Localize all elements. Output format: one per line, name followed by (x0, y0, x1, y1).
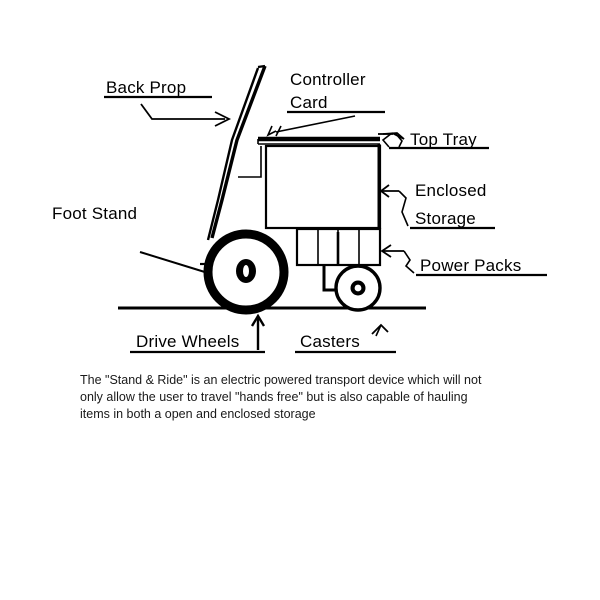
label-controller-card-line2: Card (290, 93, 328, 112)
label-casters: Casters (300, 332, 360, 351)
label-controller-card-line1: Controller (290, 70, 366, 89)
drive-wheels-leader (130, 313, 266, 354)
power-packs-group (295, 227, 382, 267)
power-packs-leader (380, 244, 547, 277)
back-prop-post (206, 64, 267, 241)
enclosed-storage-leader (379, 184, 495, 230)
drive-wheel (200, 229, 289, 315)
tray-left-bracket (238, 146, 262, 178)
casters-leader (295, 323, 396, 354)
top-tray-bar (257, 136, 380, 145)
label-power-packs: Power Packs (420, 256, 521, 275)
enclosed-storage-box (264, 144, 382, 230)
label-foot-stand: Foot Stand (52, 204, 137, 223)
label-enclosed-storage-line1: Enclosed (415, 181, 487, 200)
caption-line-1: The "Stand & Ride" is an electric powere… (80, 373, 482, 387)
label-top-tray: Top Tray (410, 130, 477, 149)
controller-card-leader (266, 110, 385, 137)
label-back-prop: Back Prop (106, 78, 186, 97)
caster-wheel (334, 264, 382, 312)
back-prop-leader (104, 95, 232, 127)
label-drive-wheels: Drive Wheels (136, 332, 239, 351)
top-tray-leader (378, 132, 489, 150)
caption-line-3: items in both a open and enclosed storag… (80, 407, 316, 421)
foot-stand-leader (139, 251, 209, 274)
caption-line-2: only allow the user to travel "hands fre… (80, 390, 468, 404)
label-enclosed-storage-line2: Storage (415, 209, 476, 228)
